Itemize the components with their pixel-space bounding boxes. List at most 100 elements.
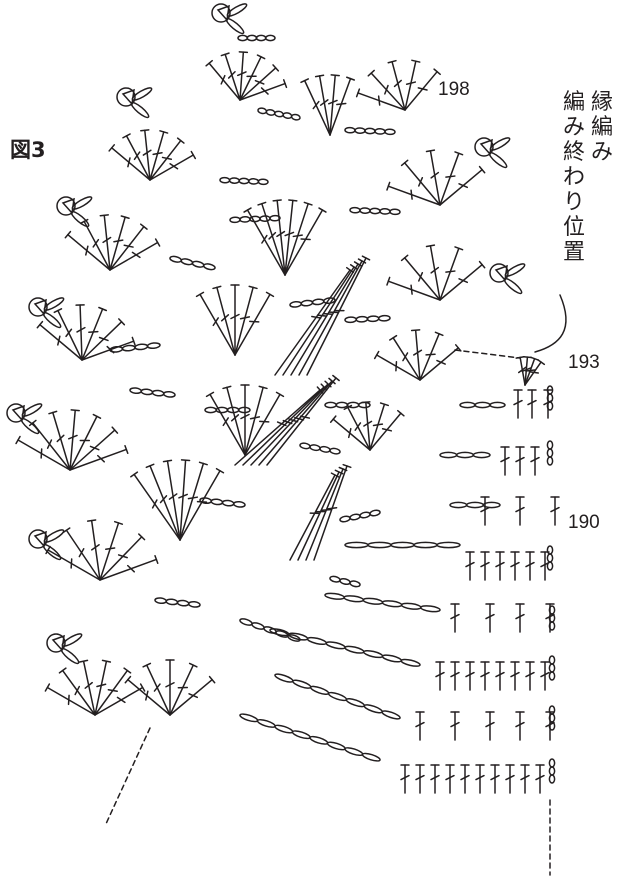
- chain-stitch: [327, 691, 348, 702]
- stitch-top-bar: [346, 76, 356, 81]
- picot-leaf: [43, 529, 65, 543]
- double-crochet-stitch: [297, 471, 340, 561]
- chain-stitch: [269, 628, 290, 637]
- stitch-crossbar: [500, 456, 510, 463]
- stitch-crossbar: [84, 681, 93, 689]
- chain-stitch: [187, 600, 201, 608]
- annotation-leader-line: [534, 294, 567, 353]
- chain-stitch: [344, 316, 358, 324]
- stitch-crossbar: [145, 690, 149, 701]
- chain-stitch: [369, 207, 381, 215]
- chain-stitch: [546, 456, 554, 466]
- stitch-crossbar: [131, 251, 141, 259]
- stitch-crossbar: [133, 151, 141, 161]
- double-crochet-stitch: [234, 293, 271, 356]
- chain-stitch: [381, 654, 403, 663]
- double-crochet-stitch: [234, 286, 254, 356]
- double-crochet-stitch: [169, 678, 213, 716]
- double-crochet-stitch: [47, 549, 101, 581]
- stitch-crossbar: [517, 366, 527, 374]
- stitch-top-bar: [162, 459, 173, 463]
- double-crochet-stitch: [439, 168, 483, 206]
- chain-stitch: [239, 216, 251, 223]
- picot-loop: [6, 403, 26, 423]
- chain-stitch: [299, 442, 311, 450]
- stitch-crossbar: [430, 266, 440, 274]
- stitch-top-bar: [272, 199, 282, 202]
- chain-stitch: [459, 401, 476, 409]
- double-crochet-stitch: [250, 383, 329, 466]
- stitch-top-bar: [99, 214, 109, 217]
- chain-stitch: [355, 315, 369, 323]
- double-crochet-stitch: [149, 465, 181, 541]
- stitch-crossbar: [249, 416, 261, 420]
- chain-stitch: [202, 263, 216, 271]
- stitch-crossbar: [161, 156, 173, 160]
- chain-stitch: [265, 108, 276, 116]
- stitch-top-bar: [205, 391, 215, 398]
- double-crochet-stitch: [179, 469, 221, 541]
- stitch-top-bar: [58, 667, 67, 674]
- stitch-crossbar: [347, 427, 352, 439]
- stitch-top-bar: [154, 554, 159, 564]
- stitch-crossbar: [188, 693, 199, 699]
- chain-stitch: [358, 401, 371, 409]
- stitch-top-bar: [198, 461, 208, 466]
- stitch-crossbar: [151, 499, 158, 509]
- stitch-crossbar: [525, 369, 536, 372]
- stitch-top-bar: [454, 151, 464, 156]
- stitch-crossbar: [363, 420, 373, 427]
- double-crochet-stitch: [284, 202, 309, 276]
- double-crochet-stitch: [329, 74, 336, 136]
- stitch-crossbar: [530, 456, 540, 463]
- picot-leaf: [21, 403, 43, 417]
- double-crochet-stitch: [82, 660, 96, 716]
- stitch-crossbar: [475, 774, 485, 781]
- double-crochet-stitch: [179, 462, 205, 541]
- stitch-top-bar: [142, 662, 152, 668]
- stitch-top-bar: [373, 350, 380, 360]
- double-crochet-stitch: [69, 415, 98, 471]
- double-crochet-stitch: [414, 329, 421, 381]
- stitch-top-bar: [314, 74, 325, 78]
- chain-stitch: [379, 208, 391, 215]
- picot-leaf: [504, 263, 526, 277]
- chain-stitch: [292, 679, 312, 689]
- stitch-crossbar: [292, 234, 303, 238]
- chain-stitch: [548, 605, 556, 615]
- double-crochet-stitch: [244, 393, 281, 456]
- stitch-crossbar: [327, 99, 338, 105]
- stitch-top-bar: [272, 64, 280, 72]
- stitch-crossbar: [515, 506, 525, 513]
- stitch-crossbar: [485, 721, 495, 728]
- stitch-top-bar: [328, 377, 336, 385]
- stitch-crossbar: [142, 149, 152, 156]
- stitch-crossbar: [326, 506, 338, 510]
- stitch-crossbar: [294, 416, 305, 421]
- dashed-guide-line: [454, 349, 521, 359]
- chain-stitch: [548, 766, 556, 776]
- stitch-top-bar: [205, 59, 213, 67]
- double-crochet-stitch: [133, 473, 181, 541]
- chain-stitch: [121, 344, 136, 352]
- chain-stitch: [199, 497, 213, 505]
- stitch-crossbar: [40, 448, 43, 459]
- chain-stitch: [548, 705, 556, 715]
- double-crochet-stitch: [419, 333, 440, 381]
- double-crochet-stitch: [258, 380, 333, 466]
- edging-end-position-label: 編み終わり位置: [562, 90, 585, 265]
- picot-leaf: [43, 297, 65, 311]
- chain-stitch: [474, 401, 491, 409]
- double-crochet-stitch: [305, 468, 344, 561]
- double-crochet-stitch: [284, 199, 294, 276]
- stitch-top-bar: [130, 471, 139, 478]
- double-crochet-stitch: [61, 669, 96, 716]
- double-crochet-stitch: [403, 162, 441, 206]
- double-crochet-stitch: [234, 389, 321, 466]
- stitch-crossbar: [117, 554, 128, 559]
- stitch-crossbar: [152, 151, 163, 156]
- picot-loop: [211, 3, 231, 23]
- double-crochet-stitch: [289, 474, 336, 561]
- chain-stitch: [546, 440, 554, 450]
- stitch-crossbar: [410, 284, 413, 295]
